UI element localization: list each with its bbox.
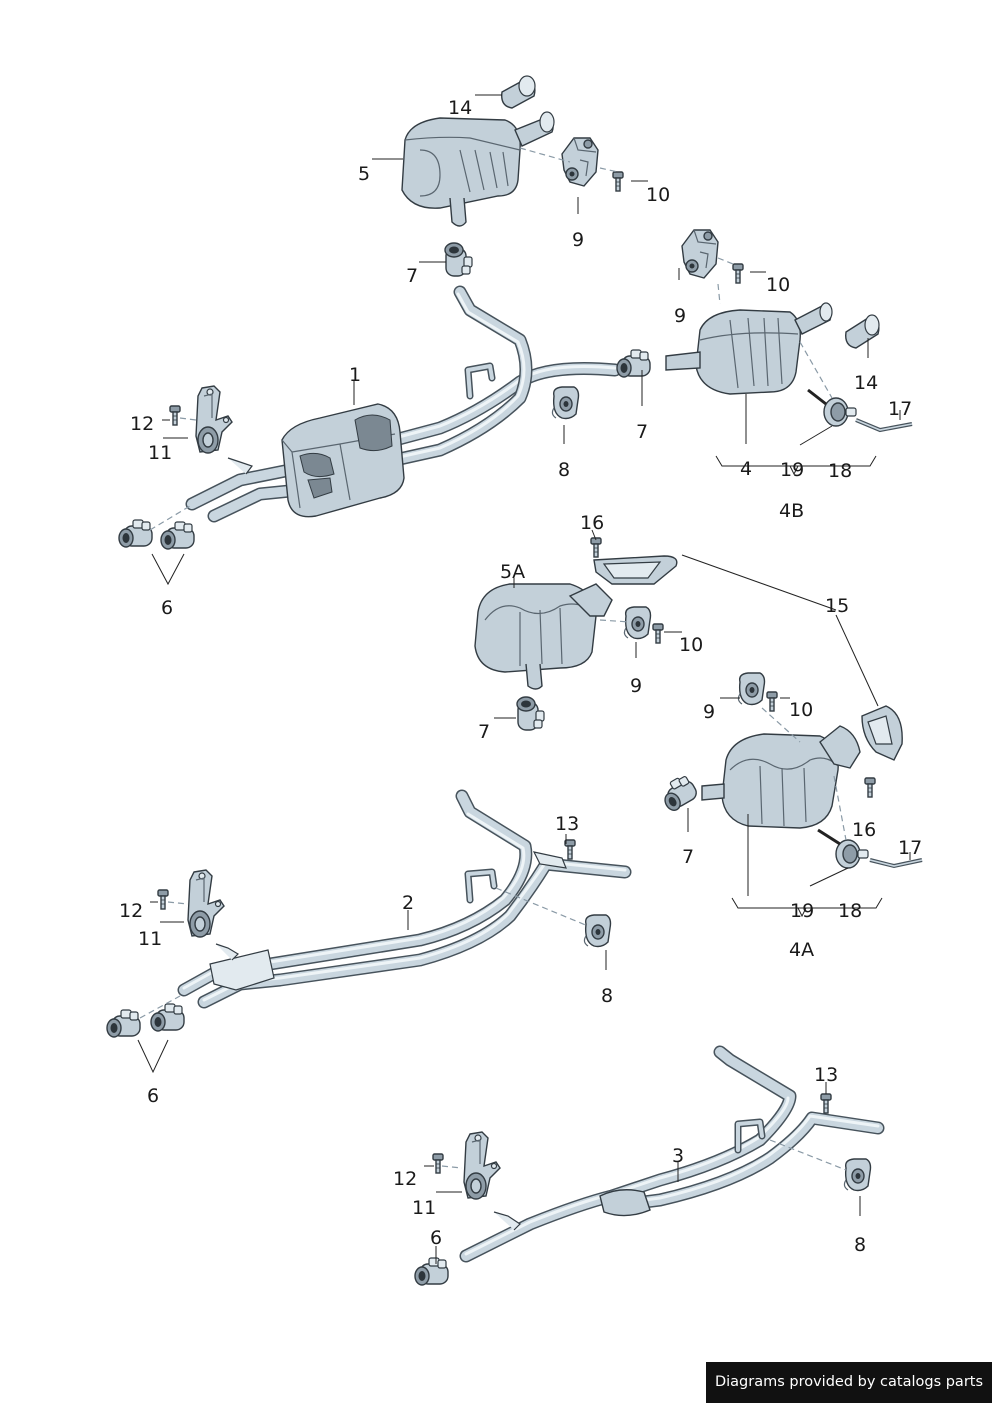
bolt-16-middle-right xyxy=(864,777,876,798)
bolt-10-right xyxy=(732,263,744,284)
tailpipe-tip-14-top xyxy=(501,75,536,109)
bracket-9-right xyxy=(681,229,719,279)
nut-13-bottom xyxy=(820,1093,832,1114)
callout-3: 3 xyxy=(672,1145,684,1167)
callout-13-bottom: 13 xyxy=(814,1064,838,1086)
bolt-10-middle-right xyxy=(766,691,778,712)
center-pipe-3 xyxy=(459,1045,885,1263)
callout-9-right: 9 xyxy=(674,305,686,327)
rear-muffler-5A xyxy=(474,555,678,690)
clamp-7-middle-right xyxy=(656,772,701,814)
callout-8-middle: 8 xyxy=(601,985,613,1007)
callout-10-middle: 10 xyxy=(679,634,703,656)
callout-18-right: 18 xyxy=(828,460,852,482)
callout-10-right: 10 xyxy=(766,274,790,296)
callout-7-middle-right: 7 xyxy=(682,846,694,868)
callout-12-middle: 12 xyxy=(119,900,143,922)
bolt-12-middle xyxy=(157,889,169,910)
callout-12-top: 12 xyxy=(130,413,154,435)
callout-5: 5 xyxy=(358,163,370,185)
hanger-11-top xyxy=(195,385,233,454)
clamp-7-top xyxy=(444,242,473,277)
footer-credit: Diagrams provided by catalogs parts xyxy=(706,1362,992,1403)
hanger-11-middle xyxy=(187,869,225,938)
clamp-6-top-a xyxy=(118,519,153,548)
callout-17-right: 17 xyxy=(888,398,912,420)
clamp-7-right xyxy=(616,349,651,378)
callout-8-top: 8 xyxy=(558,459,570,481)
callout-17-middle: 17 xyxy=(898,837,922,859)
callout-19-middle: 19 xyxy=(790,900,814,922)
clamp-7-middle xyxy=(516,696,545,731)
callout-19-right: 19 xyxy=(780,459,804,481)
callout-10-top: 10 xyxy=(646,184,670,206)
callout-7-middle: 7 xyxy=(478,721,490,743)
bracket-9-top xyxy=(561,137,599,187)
callout-14-right: 14 xyxy=(854,372,878,394)
callout-11-bottom: 11 xyxy=(412,1197,436,1219)
clamp-6-bottom xyxy=(414,1257,449,1286)
callout-13-middle: 13 xyxy=(555,813,579,835)
callout-1: 1 xyxy=(349,364,361,386)
bolt-10-top xyxy=(612,171,624,192)
bracket-9-middle xyxy=(623,606,652,640)
callout-6-bottom: 6 xyxy=(430,1227,442,1249)
callout-4: 4 xyxy=(740,458,752,480)
tailpipe-tip-14-right xyxy=(845,314,880,349)
mount-8-top xyxy=(551,386,580,420)
callout-8-bottom: 8 xyxy=(854,1234,866,1256)
callout-6-middle: 6 xyxy=(147,1085,159,1107)
callout-10-middle-right: 10 xyxy=(789,699,813,721)
callout-16-middle: 16 xyxy=(580,512,604,534)
callout-16-middle-right: 16 xyxy=(852,819,876,841)
callout-12-bottom: 12 xyxy=(393,1168,417,1190)
sensor-19-right xyxy=(823,397,857,427)
callout-11-top: 11 xyxy=(148,442,172,464)
center-pipe-2 xyxy=(177,789,632,1009)
callout-14-top: 14 xyxy=(448,97,472,119)
clamp-6-middle-a xyxy=(106,1009,141,1038)
callout-7-right: 7 xyxy=(636,421,648,443)
rear-muffler-4A xyxy=(701,705,903,829)
hanger-11-bottom xyxy=(463,1131,501,1200)
sensor-19-middle xyxy=(835,839,869,869)
callout-2: 2 xyxy=(402,892,414,914)
callout-5A: 5A xyxy=(500,561,525,583)
bolt-12-top xyxy=(169,405,181,426)
front-pipe-with-muffler-1 xyxy=(185,285,622,523)
mount-8-middle xyxy=(583,914,612,948)
callout-labels: 14 5 10 9 7 10 9 14 1 12 17 7 11 8 4 19 … xyxy=(119,97,922,1256)
bolt-12-bottom xyxy=(432,1153,444,1174)
bolt-16-middle xyxy=(590,537,602,558)
callout-9-top: 9 xyxy=(572,229,584,251)
callout-4A: 4A xyxy=(789,939,814,961)
callout-9-middle-right: 9 xyxy=(703,701,715,723)
leader-lines xyxy=(137,94,911,1264)
callout-15: 15 xyxy=(825,595,849,617)
callout-6-top: 6 xyxy=(161,597,173,619)
rear-muffler-5 xyxy=(401,111,555,227)
mount-8-bottom xyxy=(843,1158,872,1192)
bracket-9-middle-right xyxy=(737,672,766,706)
callout-7-top: 7 xyxy=(406,265,418,287)
callout-11-middle: 11 xyxy=(138,928,162,950)
clamp-6-top-b xyxy=(160,521,195,550)
callout-18-middle: 18 xyxy=(838,900,862,922)
callout-4B: 4B xyxy=(779,500,804,522)
clamp-6-middle-b xyxy=(150,1003,185,1032)
rear-muffler-4 xyxy=(665,302,833,395)
bolt-10-middle xyxy=(652,623,664,644)
callout-9-middle: 9 xyxy=(630,675,642,697)
